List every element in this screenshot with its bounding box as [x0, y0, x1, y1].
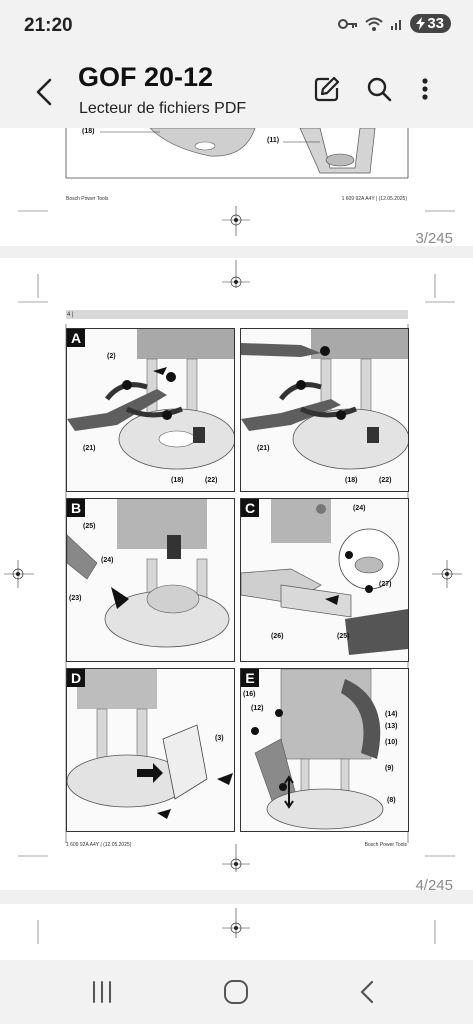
figure-panel-a: A (2) (21) (18) (22): [66, 328, 235, 492]
page-indicator-3: 3/245: [415, 230, 453, 247]
status-icons: 33: [338, 14, 451, 33]
figure-panel-a2: (21) (18) (22): [240, 328, 409, 492]
callout-21: (21): [83, 445, 96, 452]
pdf-viewer[interactable]: (18) (11) Bosch Power Tools 1 609 92A A4…: [0, 128, 473, 960]
panel-e-label: E: [241, 669, 259, 687]
callout-26: (26): [271, 633, 284, 640]
page3-footer-right: 1 609 92A A4Y | (12.05.2025): [341, 196, 407, 202]
callout-9: (9): [385, 765, 394, 772]
page4-footer-right: Bosch Power Tools: [364, 842, 407, 848]
status-time: 21:20: [24, 15, 73, 36]
pdf-page-5: [0, 904, 473, 960]
callout-2: (2): [107, 353, 116, 360]
page3-illustration: [18, 128, 455, 236]
callout-18: (18): [82, 128, 95, 135]
page4-footer-left: 1 609 92A A4Y | (12.05.2025): [66, 842, 132, 848]
back-button[interactable]: [30, 72, 62, 112]
panel-a2-illustration: [241, 329, 408, 470]
edit-icon: [314, 76, 340, 102]
callout-24: (24): [353, 505, 366, 512]
pdf-page-3: (18) (11) Bosch Power Tools 1 609 92A A4…: [0, 128, 473, 246]
callout-27: (27): [379, 581, 392, 588]
callout-22: (22): [379, 477, 392, 484]
panel-e-illustration: [251, 669, 384, 830]
callout-23: (23): [69, 595, 82, 602]
search-icon: [367, 77, 392, 102]
panel-d-illustration: [67, 669, 233, 819]
document-title: GOF 20-12: [78, 62, 214, 92]
figure-panel-c: C (24) (27) (26) (25): [240, 498, 409, 662]
figure-panel-d: D (3): [66, 668, 235, 832]
callout-11: (11): [267, 137, 280, 144]
system-back-button[interactable]: [348, 974, 388, 1010]
panel-c-illustration: [241, 499, 408, 655]
panel-a-label: A: [67, 329, 85, 347]
charging-icon: [416, 17, 426, 30]
callout-8: (8): [387, 797, 396, 804]
wifi-icon: [365, 17, 383, 31]
battery-indicator: 33: [410, 14, 451, 33]
page-indicator-4: 4/245: [415, 877, 453, 894]
callout-22: (22): [205, 477, 218, 484]
home-icon: [224, 980, 248, 1004]
page3-footer-left: Bosch Power Tools: [66, 196, 109, 202]
panel-c-label: C: [241, 499, 259, 517]
page5-marks: [37, 908, 436, 944]
pdf-page-4: 4 | A (2) (21) (18) (22): [0, 258, 473, 890]
more-options-button[interactable]: [410, 74, 442, 106]
system-nav-bar: [0, 960, 473, 1024]
callout-25: (25): [337, 633, 350, 640]
back-arrow-icon: [360, 980, 374, 1004]
edit-button[interactable]: [312, 74, 344, 106]
status-bar: 21:20 33: [0, 0, 473, 52]
key-icon: [338, 18, 358, 29]
callout-10: (10): [385, 739, 398, 746]
panel-b-label: B: [67, 499, 85, 517]
panel-a-illustration: [67, 329, 234, 470]
home-button[interactable]: [216, 974, 256, 1010]
callout-3: (3): [215, 735, 224, 742]
chevron-left-icon: [36, 78, 52, 106]
callout-12: (12): [251, 705, 264, 712]
callout-13: (13): [385, 723, 398, 730]
search-button[interactable]: [364, 74, 396, 106]
callout-14: (14): [385, 711, 398, 718]
figure-panel-b: B (25) (24) (23): [66, 498, 235, 662]
callout-25: (25): [83, 523, 96, 530]
callout-18: (18): [345, 477, 358, 484]
document-subtitle: Lecteur de fichiers PDF: [79, 100, 247, 117]
recents-button[interactable]: [82, 974, 122, 1010]
app-header: GOF 20-12 Lecteur de fichiers PDF: [0, 52, 473, 128]
page4-header-number: 4 |: [67, 312, 74, 318]
callout-24: (24): [101, 557, 114, 564]
figure-panel-e: E (16) (12) (14) (13) (10) (9) (8): [240, 668, 409, 832]
recents-icon: [93, 981, 111, 1003]
panel-d-label: D: [67, 669, 85, 687]
callout-18: (18): [171, 477, 184, 484]
more-vert-icon: [422, 78, 428, 100]
battery-level: 33: [427, 15, 444, 32]
signal-icon: [391, 19, 402, 30]
panel-b-illustration: [67, 499, 230, 648]
callout-16: (16): [243, 691, 256, 698]
callout-21: (21): [257, 445, 270, 452]
